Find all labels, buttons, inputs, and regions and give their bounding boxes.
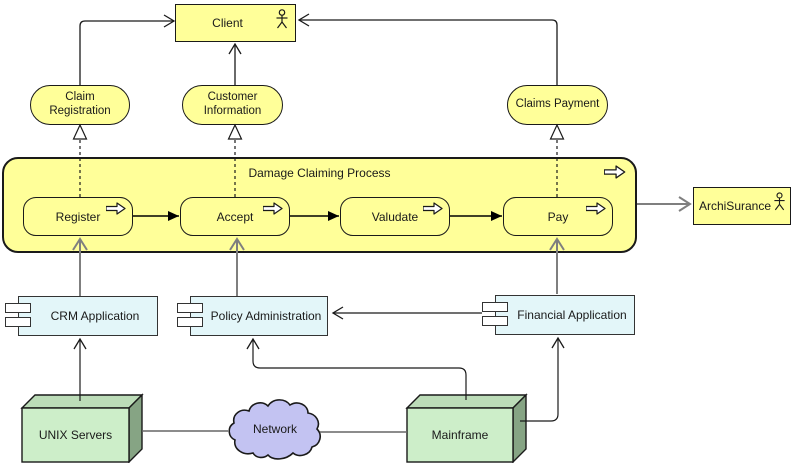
node-mainframe[interactable]: Mainframe xyxy=(405,393,529,463)
service-claim-registration[interactable]: Claim Registration xyxy=(30,85,130,125)
node-3d-shape xyxy=(405,393,528,463)
application-crm[interactable]: CRM Application xyxy=(5,296,158,336)
application-policy-administration[interactable]: Policy Administration xyxy=(177,296,328,336)
serving-services-to-client xyxy=(79,13,558,85)
process-icon xyxy=(263,202,283,215)
service-customer-information[interactable]: Customer Information xyxy=(182,85,283,125)
process-group-title: Damage Claiming Process xyxy=(248,166,391,180)
process-register[interactable]: Register xyxy=(23,197,133,236)
service-label: Claim Registration xyxy=(49,91,111,117)
application-label: Policy Administration xyxy=(210,309,322,323)
realization-triangle-heads xyxy=(72,123,565,140)
process-icon xyxy=(586,202,606,215)
process-icon xyxy=(423,202,443,215)
archisurance-label: ArchiSurance xyxy=(698,199,772,213)
component-icon xyxy=(482,302,508,312)
node-unix-servers[interactable]: UNIX Servers xyxy=(20,393,144,463)
process-icon xyxy=(106,202,126,215)
network-cloud[interactable]: Network xyxy=(225,396,325,462)
process-label: Pay xyxy=(547,209,569,224)
process-label: Accept xyxy=(216,209,254,224)
service-label: Customer Information xyxy=(203,91,262,117)
node-3d-shape xyxy=(20,393,144,463)
client-label: Client xyxy=(212,16,243,30)
process-label: Register xyxy=(55,209,101,224)
process-accept[interactable]: Accept xyxy=(180,197,290,236)
service-claims-payment[interactable]: Claims Payment xyxy=(507,85,608,125)
component-icon xyxy=(177,303,203,313)
component-icon xyxy=(5,303,31,313)
component-icon xyxy=(5,317,31,327)
actor-icon xyxy=(773,192,786,211)
business-actor-archisurance[interactable]: ArchiSurance xyxy=(693,187,791,225)
component-icon xyxy=(482,316,508,326)
service-label: Claims Payment xyxy=(515,98,600,111)
application-label: Financial Application xyxy=(517,308,627,322)
business-actor-client[interactable]: Client xyxy=(175,4,296,42)
process-icon xyxy=(604,165,626,179)
process-label: Valudate xyxy=(371,209,419,224)
process-pay[interactable]: Pay xyxy=(503,197,613,236)
component-icon xyxy=(177,317,203,327)
cloud-icon xyxy=(228,399,321,460)
application-financial[interactable]: Financial Application xyxy=(482,295,635,335)
actor-icon xyxy=(275,9,289,29)
process-valudate[interactable]: Valudate xyxy=(340,197,450,236)
application-label: CRM Application xyxy=(50,309,140,323)
